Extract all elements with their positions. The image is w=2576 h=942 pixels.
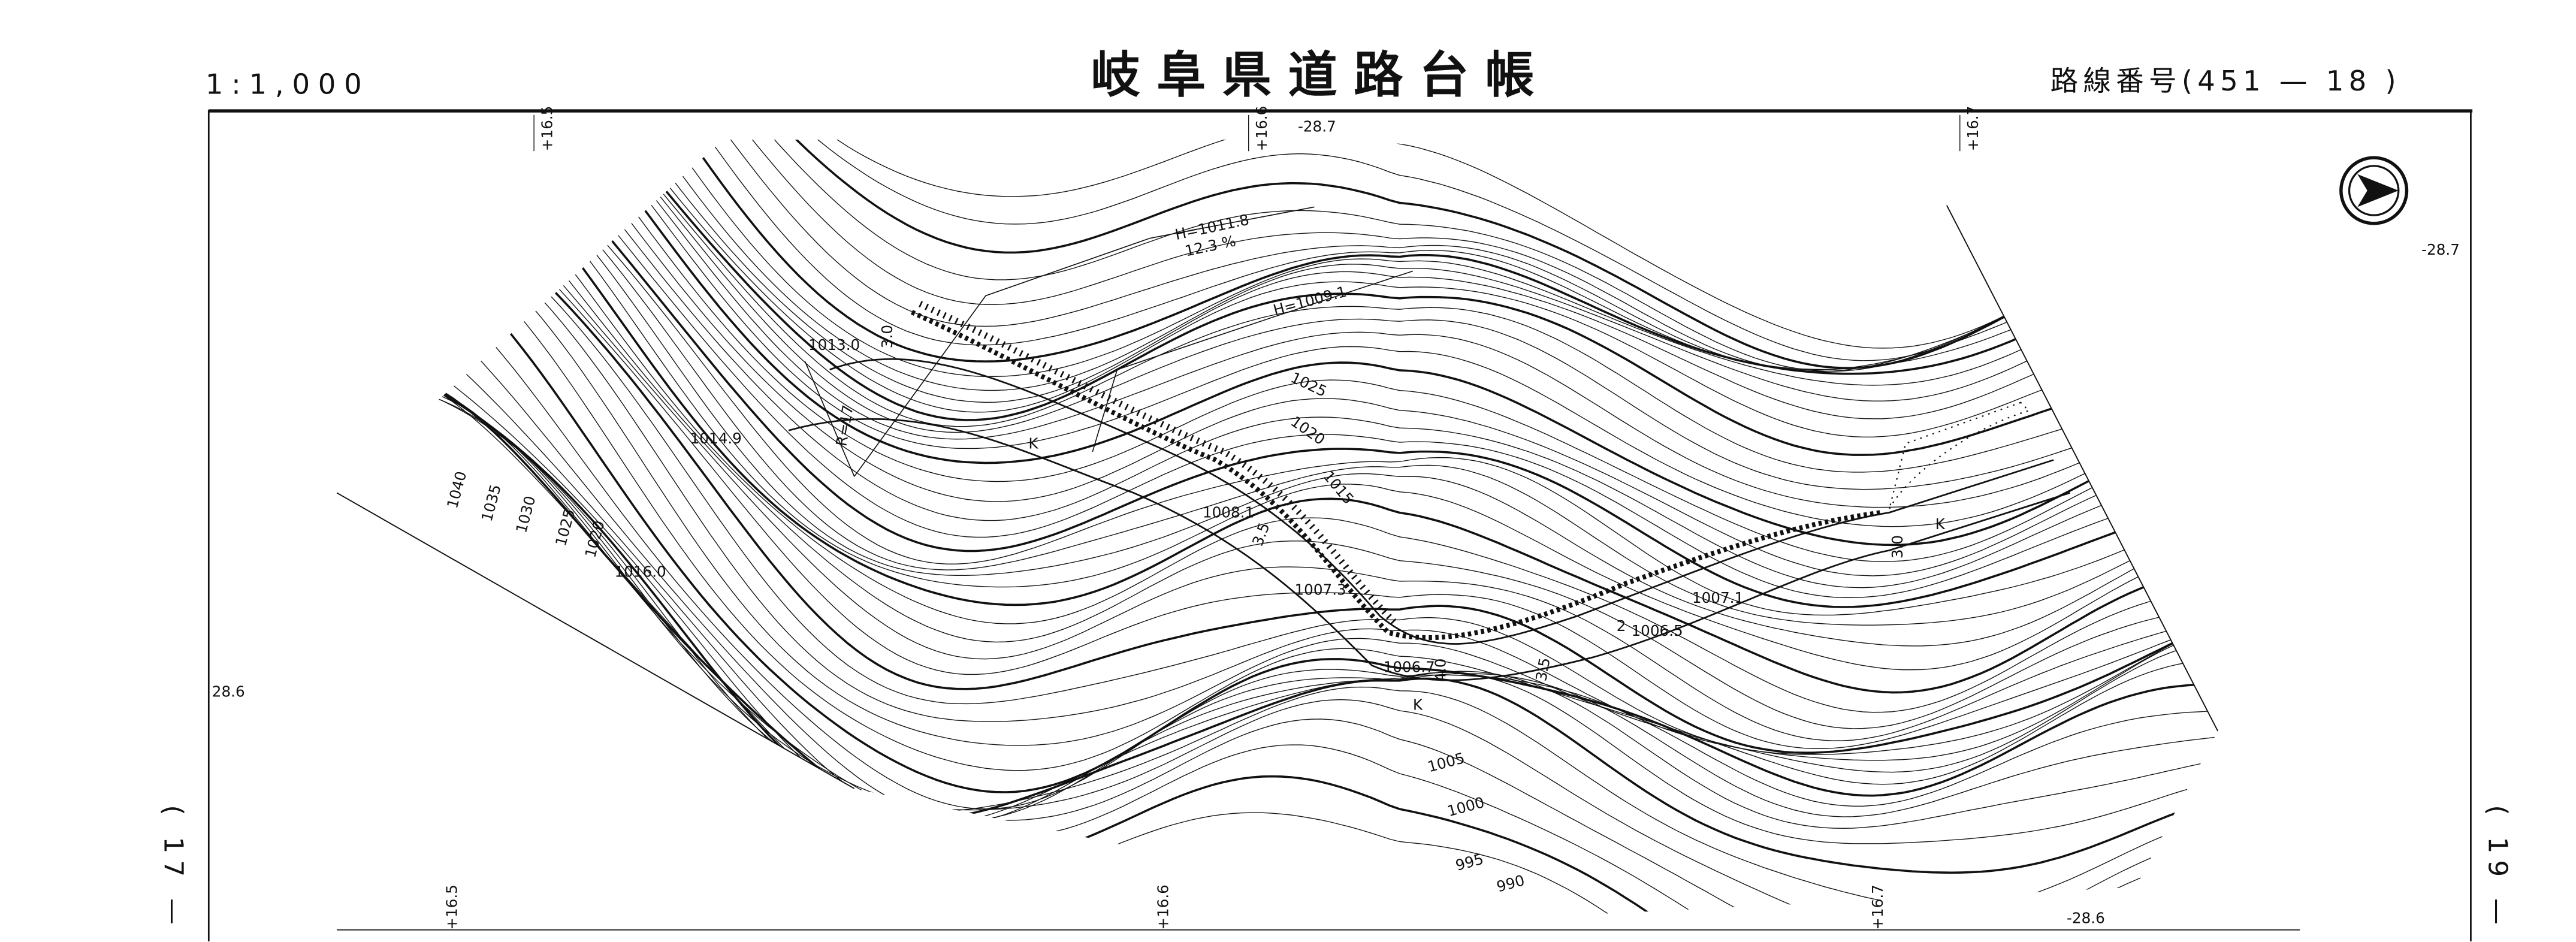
road-mark: K: [1028, 434, 1038, 452]
route-number: 路線番号(451 — 18 ): [2050, 65, 2401, 97]
contour-line: [337, 140, 2218, 562]
spot-height: 1007.1: [1692, 589, 1744, 606]
contour-line: [337, 140, 2218, 437]
contour-line: [337, 140, 2218, 741]
contour-label: 1025: [1288, 369, 1330, 400]
contour-label: 1000: [1445, 793, 1486, 820]
contour-line: [337, 140, 2218, 713]
index-contour: [337, 140, 2218, 694]
contour-line: [337, 140, 2218, 401]
contour-label: 1005: [1426, 749, 1466, 775]
index-contour: [337, 140, 2218, 547]
grid-label: +16.6: [1253, 106, 1270, 152]
road-mark: K: [1413, 696, 1423, 713]
grid-label: +16.6: [1154, 884, 1171, 930]
adjacent-sheet-left: ( 17 —: [158, 805, 188, 931]
index-contour: [337, 140, 2218, 375]
contour-line: [337, 363, 2218, 920]
spot-height: 1013.0: [808, 336, 860, 354]
contour-label: 1015: [1319, 467, 1357, 508]
contour-label: 1040: [443, 469, 470, 510]
road-width: 3.0: [878, 325, 896, 348]
spot-height: 1006.7: [1384, 658, 1435, 675]
index-contour: [337, 140, 2218, 608]
grid-labels: +16.5 +16.6 +16.7 -28.7 -28.7 28.6 +16.5…: [212, 106, 2460, 930]
contour-line: [337, 140, 2218, 729]
contour-line: [337, 290, 2218, 829]
contour-line: [337, 265, 2218, 820]
map-boundary: [336, 205, 2219, 789]
contour-label: 990: [1494, 871, 1526, 895]
contour-line: [337, 211, 2218, 785]
contour-line: [337, 140, 2218, 419]
contour-line: [337, 140, 2218, 386]
contour-line: [337, 140, 2218, 626]
contour-line: [337, 245, 2218, 810]
spot-height: 1006.5: [1631, 622, 1683, 639]
index-contour: [337, 226, 2218, 797]
grid-label: +16.5: [538, 106, 555, 152]
contour-line: [337, 140, 2218, 361]
contour-label: 1025: [552, 507, 578, 548]
contour-line: [337, 140, 2218, 473]
contour-line: [337, 140, 2218, 647]
contour-line: [337, 382, 2218, 920]
adjacent-sheet-right: ( 19 —: [2483, 805, 2513, 931]
road-width: 2: [1617, 617, 1626, 635]
annotation-lines: [804, 206, 1414, 477]
grid-label: -28.7: [2421, 241, 2460, 258]
scale-label: 1:1,000: [206, 68, 370, 100]
grid-label: +16.7: [1869, 884, 1886, 930]
index-contour: [337, 140, 2218, 369]
contour-line: [337, 155, 2218, 755]
contour-line: [337, 316, 2218, 844]
road-mark: K: [1935, 515, 1946, 533]
curve-radius: R=17: [832, 404, 857, 448]
sheet-title: 岐阜県道路台帳: [1091, 47, 1551, 104]
contour-label: 1030: [512, 494, 539, 535]
grid-label: +16.7: [1964, 106, 1982, 152]
contour-line: [337, 140, 2218, 616]
grid-label: 28.6: [212, 683, 245, 700]
spot-height: 1014.9: [690, 430, 742, 447]
contour-line: [337, 375, 2218, 920]
north-arrow-icon: [2339, 156, 2409, 225]
contour-line: [337, 140, 2218, 671]
contour-label: 1020: [1288, 412, 1328, 448]
contour-line: [337, 173, 2218, 761]
road-width: 3.5: [1249, 520, 1273, 548]
grid-label: -28.7: [1298, 117, 1336, 135]
contour-line: [337, 140, 2218, 371]
spot-height: 1016.0: [614, 563, 666, 580]
contour-line: [337, 140, 2218, 588]
road-width: 3.0: [1889, 535, 1906, 558]
contour-line: [337, 382, 2218, 920]
contour-label: 1035: [478, 482, 505, 523]
road-width: 3.5: [1532, 656, 1553, 683]
contour-line: [337, 140, 2218, 372]
index-contour: [337, 343, 2218, 874]
map-frame: [207, 109, 2473, 941]
grid-label: +16.5: [443, 884, 460, 930]
index-contour: [337, 367, 2218, 920]
contour-line: [337, 140, 2218, 599]
contour-line: [337, 140, 2218, 750]
spot-height: 1008.1: [1203, 504, 1254, 521]
contour-line: [337, 140, 2218, 372]
spot-height: 1007.3: [1294, 581, 1346, 598]
index-contour: [337, 140, 2218, 456]
index-contour: [337, 140, 2218, 754]
contour-line: [337, 140, 2218, 527]
road: [788, 301, 2070, 681]
road-width: 4.0: [1432, 659, 1449, 682]
contour-line: [337, 140, 2218, 349]
contour-label: 995: [1454, 850, 1485, 874]
grid-label: -28.6: [2067, 910, 2105, 927]
contour-line: [337, 193, 2218, 773]
contour-line: [337, 140, 2218, 370]
